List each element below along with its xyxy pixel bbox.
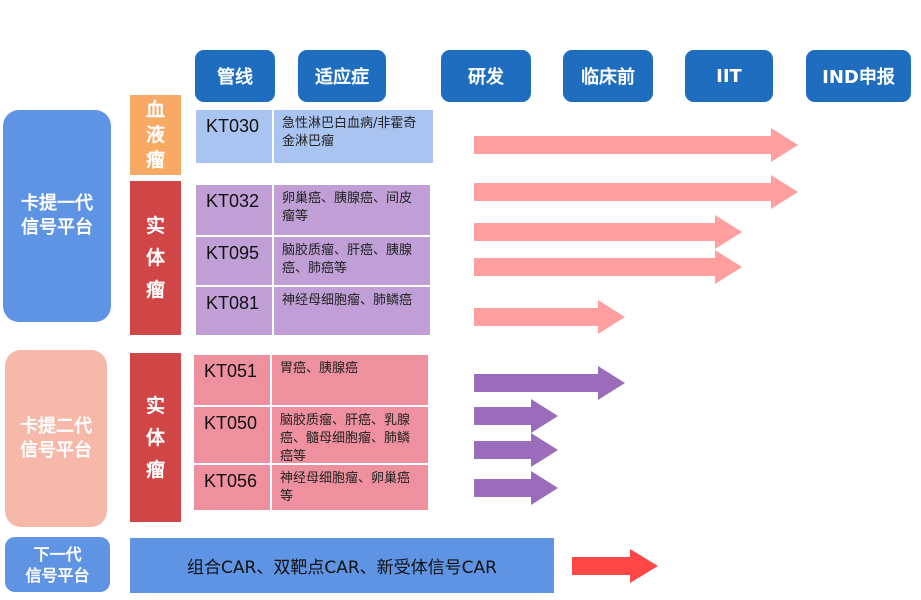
header-ind: IND申报 (806, 50, 911, 102)
pipeline-id: KT056 (194, 465, 272, 510)
progress-arrow (474, 366, 625, 400)
header-research: 研发 (441, 50, 531, 102)
progress-arrow (474, 300, 625, 334)
progress-arrow (474, 399, 558, 433)
header-pipeline: 管线 (195, 50, 275, 102)
progress-arrow (572, 549, 658, 583)
pipeline-id: KT095 (196, 237, 274, 285)
pipeline-row: KT051 胃癌、胰腺癌 (194, 355, 428, 405)
pipeline-row: KT081 神经母细胞瘤、肺鳞癌 (196, 287, 430, 335)
platform-next: 下一代 信号平台 (5, 537, 110, 592)
progress-arrow (474, 433, 558, 467)
progress-arrow (474, 471, 558, 505)
pipeline-id: KT032 (196, 185, 274, 235)
pipeline-indication: 神经母细胞瘤、卵巢癌等 (280, 471, 411, 504)
pipeline-id: KT081 (196, 287, 274, 335)
progress-arrow (474, 250, 742, 284)
pipeline-indication: 神经母细胞瘤、肺鳞癌 (282, 293, 413, 308)
pipeline-id: KT030 (196, 110, 274, 163)
progress-arrow (474, 128, 798, 162)
pipeline-id: KT051 (194, 355, 272, 405)
category-solid-gen2: 实 体 瘤 (130, 353, 181, 522)
header-preclinical: 临床前 (563, 50, 653, 102)
pipeline-indication: 急性淋巴白血病/非霍奇金淋巴瘤 (282, 116, 417, 149)
next-gen-bar: 组合CAR、双靶点CAR、新受体信号CAR (130, 538, 554, 593)
category-blood: 血 液 瘤 (130, 95, 181, 175)
pipeline-indication: 胃癌、胰腺癌 (280, 361, 359, 376)
progress-arrow (474, 175, 798, 209)
pipeline-indication: 卵巢癌、胰腺癌、间皮瘤等 (282, 191, 413, 224)
progress-arrow (474, 215, 742, 249)
header-iit: IIT (685, 50, 773, 102)
platform-gen2: 卡提二代 信号平台 (5, 350, 107, 527)
pipeline-id: KT050 (194, 407, 272, 463)
header-indication: 适应症 (298, 50, 386, 102)
category-solid-gen1: 实 体 瘤 (130, 181, 181, 335)
pipeline-indication: 脑胶质瘤、肝癌、胰腺癌、肺癌等 (282, 243, 413, 276)
platform-gen1: 卡提一代 信号平台 (3, 110, 111, 322)
pipeline-indication: 脑胶质瘤、肝癌、乳腺癌、髓母细胞瘤、肺鳞癌等 (280, 413, 411, 464)
